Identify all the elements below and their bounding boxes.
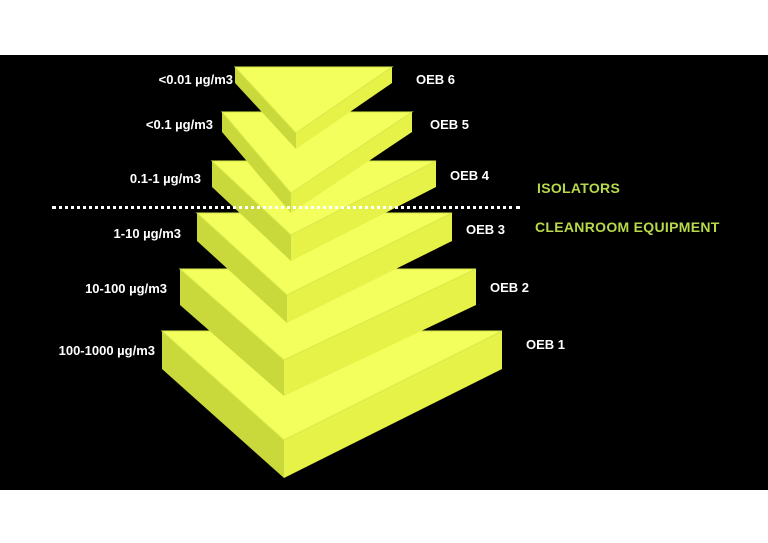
band-label-oeb4: 0.1-1 µg/m3 xyxy=(129,171,201,186)
layer-oeb1-left-face xyxy=(162,331,284,478)
layer-oeb1-right-face xyxy=(284,331,502,478)
band-label-oeb5: <0.1 µg/m3 xyxy=(145,117,213,132)
layer-oeb5-left-face xyxy=(222,112,291,213)
layer-oeb2-right-face xyxy=(284,269,476,396)
zone-label-isolators: ISOLATORS xyxy=(537,180,621,196)
oeb-pyramid xyxy=(160,66,503,478)
diagram-panel: <0.01 µg/m3 <0.1 µg/m3 0.1-1 µg/m3 1-10 … xyxy=(0,55,768,490)
category-label-oeb1: OEB 1 xyxy=(526,337,566,352)
layer-oeb6-right-face xyxy=(296,67,392,149)
layer-oeb6 xyxy=(233,66,394,149)
layer-oeb6-left-face xyxy=(235,67,296,149)
category-label-oeb6: OEB 6 xyxy=(416,72,456,87)
layer-oeb3-left-face xyxy=(197,213,287,323)
zone-divider xyxy=(52,206,520,209)
band-label-oeb2: 10-100 µg/m3 xyxy=(85,281,167,296)
category-label-oeb2: OEB 2 xyxy=(490,280,530,295)
band-label-oeb6: <0.01 µg/m3 xyxy=(158,72,233,87)
zone-label-cleanroom-equipment: CLEANROOM EQUIPMENT xyxy=(535,219,720,235)
band-label-oeb3: 1-10 µg/m3 xyxy=(113,226,181,241)
category-label-oeb5: OEB 5 xyxy=(430,117,470,132)
layer-oeb2-left-face xyxy=(180,269,284,396)
layer-oeb6-top-face xyxy=(233,66,394,134)
layer-oeb3-right-face xyxy=(287,213,452,323)
layer-oeb4-right-face xyxy=(291,161,436,261)
layer-oeb5-right-face xyxy=(291,112,412,213)
layer-oeb5 xyxy=(220,111,414,213)
band-label-oeb1: 100-1000 µg/m3 xyxy=(58,343,155,358)
category-label-oeb4: OEB 4 xyxy=(450,168,490,183)
layer-oeb4-left-face xyxy=(212,161,291,261)
category-label-oeb3: OEB 3 xyxy=(466,222,506,237)
